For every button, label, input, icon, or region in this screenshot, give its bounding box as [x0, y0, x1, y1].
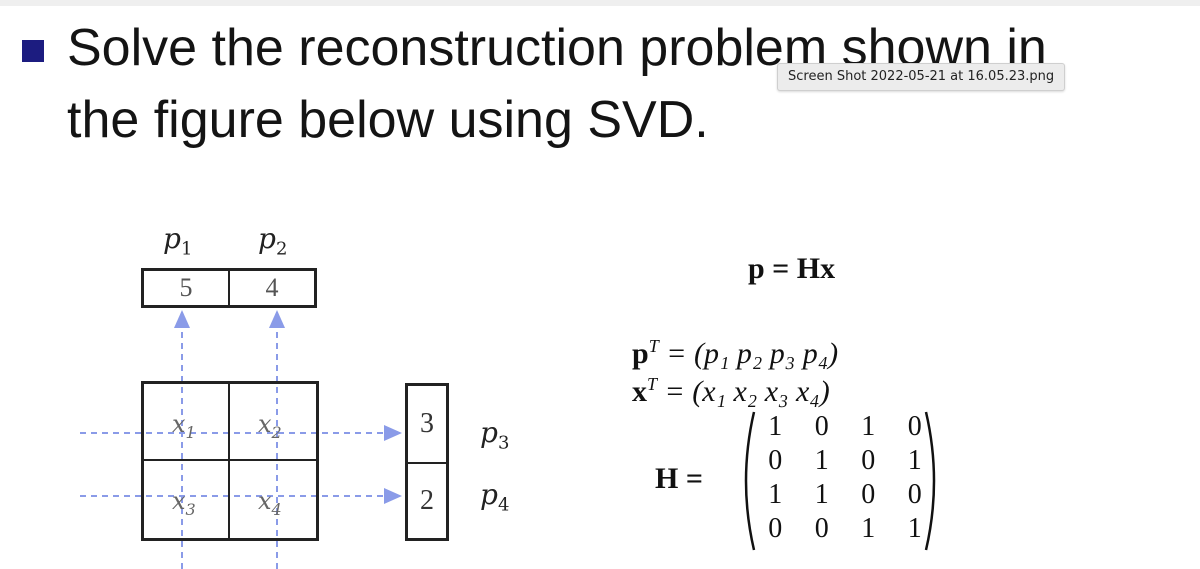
grid-cell-x2: x2	[230, 384, 316, 461]
matrix-row: 0 0 1 1	[752, 512, 938, 546]
filename-tooltip: Screen Shot 2022-05-21 at 16.05.23.png	[777, 63, 1066, 91]
h-matrix-table: 1 0 1 0 0 1 0 1 1 1 0 0 0 0 1 1	[752, 410, 938, 546]
h-matrix: 1 0 1 0 0 1 0 1 1 1 0 0 0 0 1 1	[738, 410, 938, 552]
unknowns-grid: x1 x2 x3 x4	[141, 381, 319, 541]
projection-column-box: 3 2	[405, 383, 449, 541]
matrix-cell: 0	[768, 445, 783, 476]
slide-top-edge	[0, 0, 1200, 6]
equation-x-transpose: xT = (x₁ x₂ x₃ x₄)	[632, 374, 830, 408]
projection-value-p4: 2	[408, 462, 446, 538]
grid-cell-x3: x3	[144, 461, 230, 538]
label-p3: p3	[480, 416, 510, 454]
matrix-cell: 0	[768, 513, 783, 544]
projection-value-p2: 4	[228, 271, 314, 305]
matrix-cell: 1	[768, 479, 783, 510]
grid-cell-x1: x1	[144, 384, 230, 461]
matrix-cell: 0	[861, 445, 876, 476]
equation-h-label: H =	[655, 462, 703, 495]
bullet-square-icon	[22, 40, 44, 62]
matrix-cell: 1	[814, 445, 829, 476]
label-p2: p2	[258, 222, 288, 260]
equation-p-transpose: pT = (p₁ p₂ p₃ p₄)	[632, 336, 839, 370]
projection-value-p1: 5	[179, 273, 193, 302]
grid-cell-x4: x4	[258, 487, 282, 519]
matrix-cell: 0	[907, 411, 922, 442]
matrix-cell: 0	[861, 479, 876, 510]
matrix-cell: 1	[907, 513, 922, 544]
label-p4: p4	[480, 478, 510, 516]
heading-line-2: the figure below using SVD.	[67, 91, 709, 149]
matrix-cell: 1	[768, 411, 783, 442]
matrix-parentheses	[744, 411, 936, 551]
matrix-cell: 0	[814, 411, 829, 442]
matrix-cell: 1	[907, 445, 922, 476]
matrix-row: 0 1 0 1	[752, 444, 938, 478]
equation-p-equals-hx: p = Hx	[748, 252, 836, 285]
projection-row-box: 5 4	[141, 268, 317, 308]
matrix-row: 1 1 0 0	[752, 478, 938, 512]
matrix-cell: 1	[814, 479, 829, 510]
matrix-cell: 1	[861, 513, 876, 544]
projection-value-p3: 3	[420, 408, 434, 439]
matrix-row: 1 0 1 0	[752, 410, 938, 444]
matrix-cell: 0	[814, 513, 829, 544]
matrix-cell: 0	[907, 479, 922, 510]
matrix-cell: 1	[861, 411, 876, 442]
label-p1: p1	[163, 222, 193, 260]
